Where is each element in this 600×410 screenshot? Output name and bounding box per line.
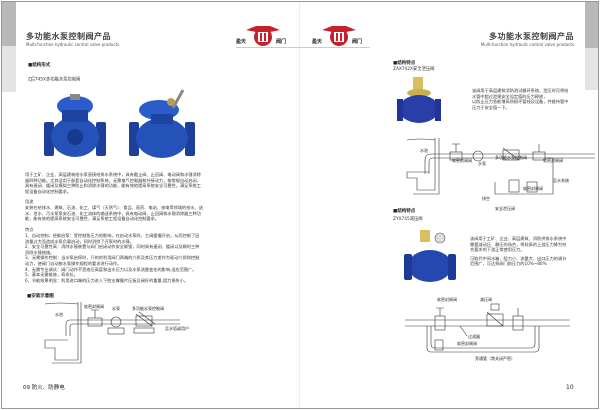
- diagram-label: 多功能水泵控制阀: [132, 306, 164, 311]
- model-frac-top: D: [32, 75, 35, 79]
- relief-diagram: [406, 138, 595, 195]
- diagram-label: 安全泄压阀: [495, 206, 515, 211]
- page-subtitle: Multi-function hydraulic control valve p…: [26, 42, 120, 47]
- diagram-label: 旁通管（常关闭严密）: [475, 356, 515, 361]
- diagram-label: 排空: [482, 196, 490, 201]
- diagram-label: 多功能水泵控制阀: [495, 155, 527, 160]
- diagram-label: 水泵: [112, 306, 120, 311]
- diagram-label: 水池: [55, 312, 63, 317]
- diagram-label: 水池: [420, 148, 428, 153]
- feature-item: 1、自动控制，经能启泵：受控制鱼压力的影响，在启动水泵时，主阀缓慢开启，从而控制…: [25, 233, 200, 244]
- diagram-label: 软密封闸阀: [543, 158, 563, 163]
- diagram-label: 软密封闸阀: [523, 186, 543, 191]
- features-title: 特点: [25, 227, 34, 232]
- install-diagram: [44, 302, 180, 364]
- page-number-right: 10: [566, 384, 574, 391]
- diagram-label: 减压阀: [480, 297, 492, 302]
- page-subtitle-right: Multi-function hydraulic control valve p…: [480, 42, 574, 47]
- feature-item: 2、安全可靠性高：消除水锤装置与阀门启闭动作安全联锁，同时具有速闭、缓闭以及瞬时…: [25, 244, 200, 255]
- features-list: 1、自动控制，经能启泵：受控制鱼压力的影响，在启动水泵时，主阀缓慢开启，从而控制…: [25, 233, 203, 283]
- usage-title: 用途: [25, 199, 34, 204]
- diagram-label: 软密封闸阀: [452, 158, 472, 163]
- feature-item: 4、无需专业调试：阀门动作不受液压高度和出水压力以及水泵流量变化的影响,适应范围…: [25, 266, 197, 272]
- usage-text: 安装在给排水、建筑、石油、化工、煤气（天然气）、食品、医药、电站、核电等领域的给…: [25, 205, 203, 222]
- model-suffix: 745X多功能水泵控制阀: [34, 77, 81, 83]
- page-footer-left: 09 防火、防静电: [23, 385, 65, 391]
- diagram-label: 软密封闸阀: [457, 341, 477, 346]
- logo-emblem-icon: [322, 26, 356, 46]
- paragraph: 以防止压力急能增高所损坏管线及设备，并维持管中压力于安全值一下。: [472, 99, 569, 110]
- left-light-tab: [2, 46, 16, 92]
- diagram-label: 软密封闸阀: [84, 304, 104, 309]
- divider: [236, 47, 300, 48]
- section1-text: 该阀用于高层建筑消防测试循环系统，泄压时可将给水管中超过泄规安全设定值的压力释放…: [472, 88, 572, 110]
- section2-title: ■结构特点: [393, 209, 416, 214]
- logo-emblem-icon: [246, 26, 280, 46]
- paragraph: 该阀用于工矿、企业、高层建筑、消防供排水系统中需要减动压、静压的场合，将较高的上…: [470, 236, 567, 253]
- reducing-diagram: [405, 303, 570, 353]
- feature-item: 3、无需操作控制：当水泵启停时，只的的利用阀门两端的介质及其压力差作为驱动介质和…: [25, 255, 200, 266]
- section2-text: 该阀用于工矿、企业、高层建筑、消防供排水系统中需要减动压、静压的场合，将较高的上…: [470, 236, 570, 267]
- divider: [300, 47, 370, 48]
- valve-photo-front: [44, 94, 106, 157]
- diagram-label: 至水系统: [553, 178, 569, 183]
- diagram-label: 水泵: [478, 161, 486, 166]
- spine: [299, 2, 300, 408]
- reducing-valve-photo: [404, 230, 456, 282]
- left-gray-tab: [2, 2, 16, 46]
- page-title: 多功能水泵控制阀产品: [26, 32, 111, 41]
- diagram-label: 过滤器: [468, 334, 480, 339]
- feature-item: 6、节能效果明显：利用进口端的压力进入下腔支撑膜片压板及阀杆的重量,阻力损失小。: [25, 277, 189, 283]
- valve-photo-angle: [129, 89, 195, 158]
- intro-text: 用于工矿、企业、高层建筑给水泵直接给排水系统中，具有截止阀、止回阀、电动阀和水锤…: [25, 172, 201, 194]
- diagram-label: 软密封闸阀: [437, 297, 457, 302]
- section1-title: ■结构特点: [393, 61, 416, 66]
- section2-model: ZYX745减压阀: [393, 217, 423, 222]
- feature-item: 5、基本无需维修，寿命长。: [25, 272, 78, 278]
- page-title-right: 多功能水泵控制阀产品: [489, 32, 574, 41]
- right-gray-tab: [585, 2, 598, 48]
- relief-valve-photo: [397, 77, 441, 123]
- paragraph: 可取代中间水箱，阻力小、流量大、出口压力的调节范围广，可达到阀门前压力的10%~…: [470, 255, 567, 267]
- diagram-label: 至水塔或用户: [165, 326, 189, 331]
- section-structure: ■结构形式: [28, 63, 51, 68]
- install-title: ■安装示意图: [27, 294, 54, 299]
- model-prefix: ZJ: [28, 77, 33, 83]
- model-frac-bottom: M: [32, 78, 35, 82]
- logo-left: 盈天 阀门: [236, 22, 290, 48]
- right-light-tab: [585, 48, 598, 90]
- logo-right: 盈天 阀门: [312, 22, 366, 48]
- paragraph: 该阀用于高层建筑消防测试循环系统，泄压时可将给水管中超过泄规安全设定值的压力释放…: [472, 88, 569, 99]
- section1-model: ZAX742X安全泄压阀: [393, 67, 435, 72]
